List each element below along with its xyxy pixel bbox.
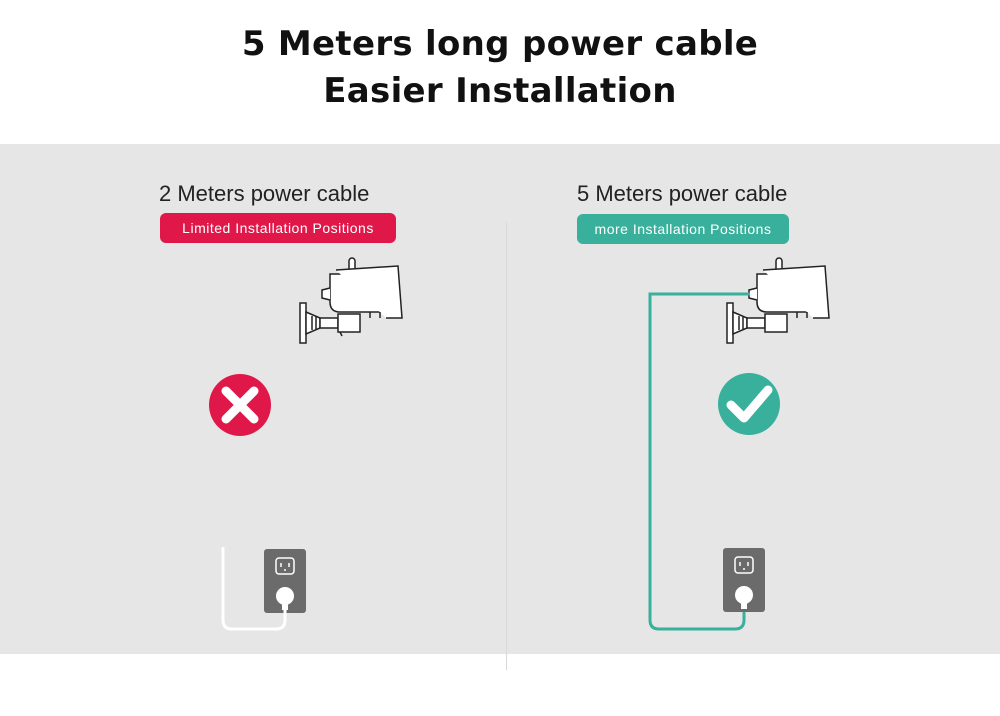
- check-icon: [718, 373, 780, 435]
- panel-divider: [506, 222, 507, 670]
- right-caption: 5 Meters power cable: [577, 181, 788, 206]
- camera-icon: [726, 257, 830, 344]
- camera-icon: [299, 257, 403, 344]
- headline-line-2: Easier Installation: [323, 71, 677, 111]
- limited-positions-badge: Limited Installation Positions: [160, 213, 396, 243]
- power-outlet-icon: [723, 548, 765, 612]
- short-cable: [221, 547, 287, 631]
- power-outlet-icon: [264, 549, 306, 613]
- more-positions-badge: more Installation Positions: [577, 214, 789, 244]
- long-cable: [648, 292, 750, 631]
- headline-line-1: 5 Meters long power cable: [241, 24, 759, 64]
- x-icon: [209, 374, 271, 436]
- left-caption: 2 Meters power cable: [159, 181, 370, 206]
